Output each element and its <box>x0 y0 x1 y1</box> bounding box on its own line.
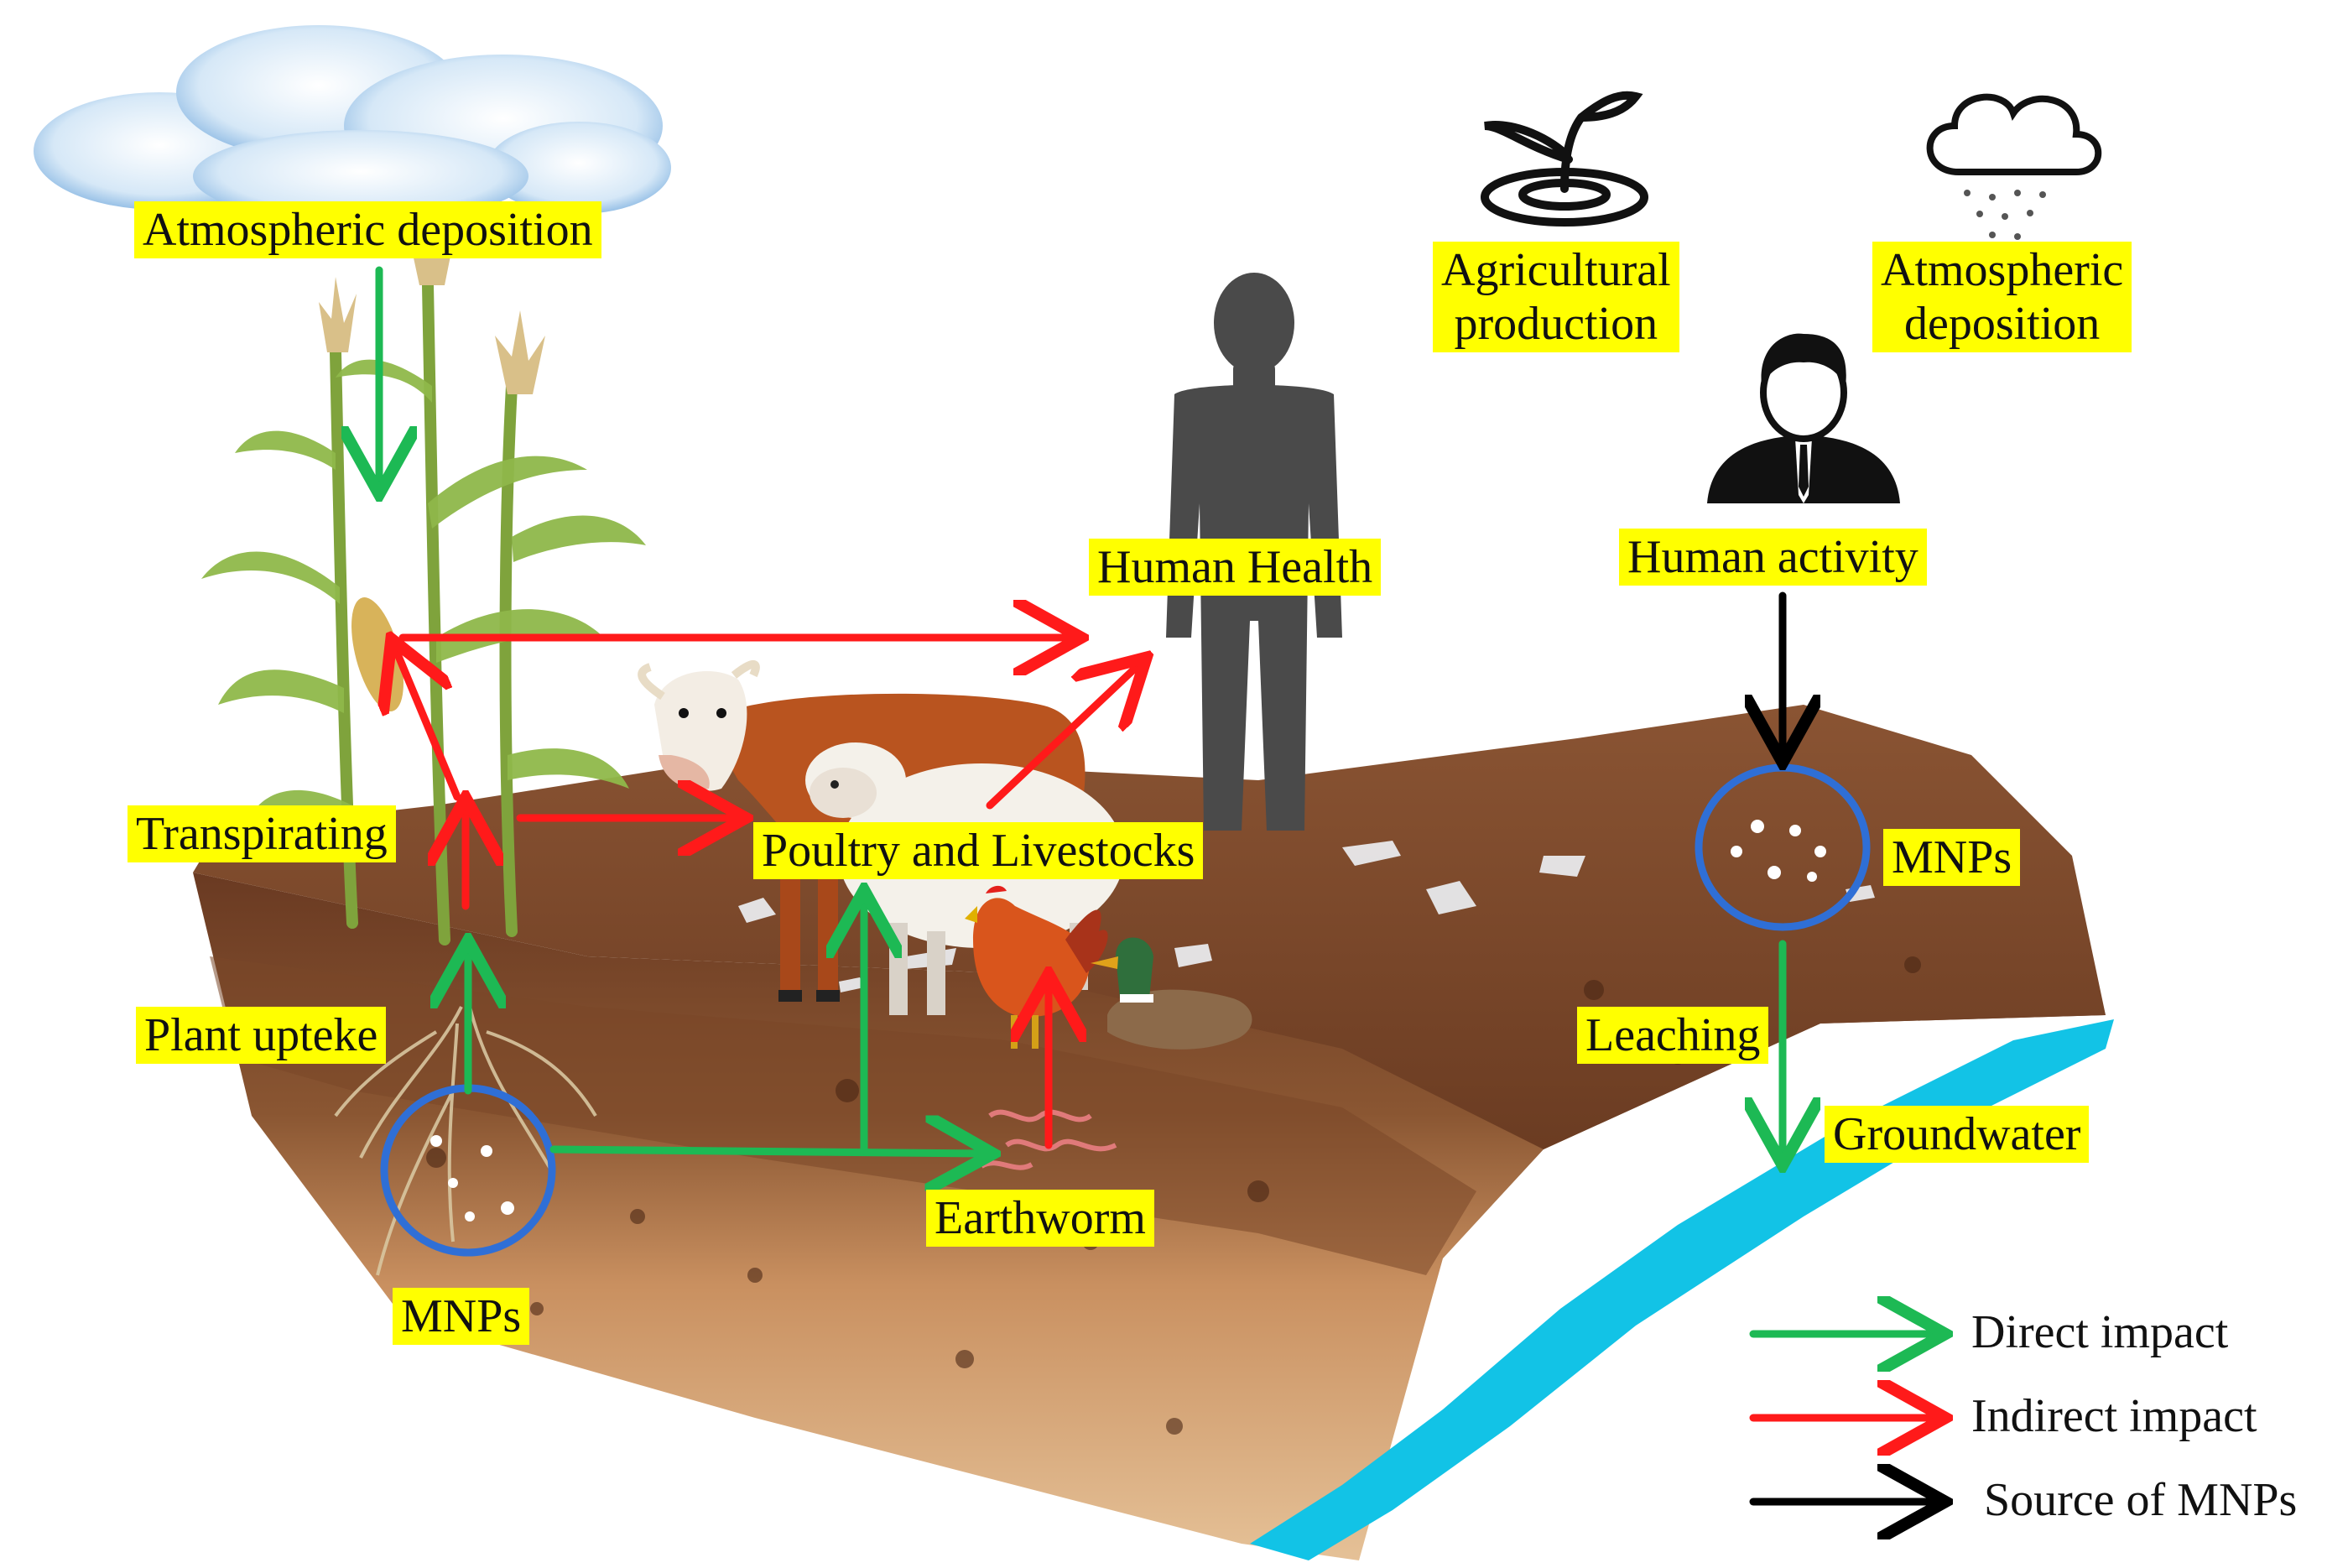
indirect-impact-arrows <box>394 638 1141 1149</box>
label-human-activity: Human activity <box>1619 529 1927 586</box>
label-agricultural-production-line2: production <box>1454 298 1658 350</box>
label-earthworm: Earthworm <box>926 1190 1154 1247</box>
arrow-stem-to-ear <box>394 646 461 801</box>
label-atmospheric-deposition-right: Atmospheric deposition <box>1872 242 2132 352</box>
businessman-icon <box>1707 333 1900 503</box>
legend-arrows <box>1749 1334 1938 1502</box>
person-silhouette-icon <box>1166 273 1342 831</box>
cloud-icon <box>34 25 671 222</box>
label-human-health: Human Health <box>1089 539 1382 596</box>
legend-label-indirect: Indirect impact <box>1971 1390 2257 1442</box>
label-atmospheric-deposition-right-line2: deposition <box>1903 298 2101 350</box>
label-plant-upteke: Plant upteke <box>136 1007 387 1064</box>
direct-impact-arrows <box>379 266 1783 1158</box>
arrow-livestock-to-human <box>986 663 1141 810</box>
label-agricultural-production-line1: Agricultural <box>1441 244 1671 296</box>
legend-label-source: Source of MNPs <box>1984 1474 2298 1526</box>
label-mnps-left: MNPs <box>393 1288 530 1345</box>
label-poultry-livestocks: Poultry and Livestocks <box>753 822 1204 879</box>
legend-label-direct: Direct impact <box>1971 1306 2229 1358</box>
corn-plant-icon <box>201 201 646 1276</box>
rain-cloud-icon <box>1926 93 2102 240</box>
label-atmospheric-deposition-left: Atmospheric deposition <box>134 201 601 258</box>
label-groundwater: Groundwater <box>1825 1106 2090 1163</box>
soil-mid-layer <box>210 956 1476 1275</box>
duck-icon <box>1091 937 1252 1050</box>
label-leaching: Leaching <box>1577 1007 1769 1064</box>
sprout-icon <box>1481 91 1648 227</box>
label-agricultural-production: Agricultural production <box>1433 242 1679 352</box>
label-mnps-right: MNPs <box>1883 829 2021 886</box>
arrow-mnps-to-earthworm <box>549 1149 986 1154</box>
label-atmospheric-deposition-right-line1: Atmospheric <box>1881 244 2124 296</box>
label-transpirating: Transpirating <box>128 805 396 862</box>
